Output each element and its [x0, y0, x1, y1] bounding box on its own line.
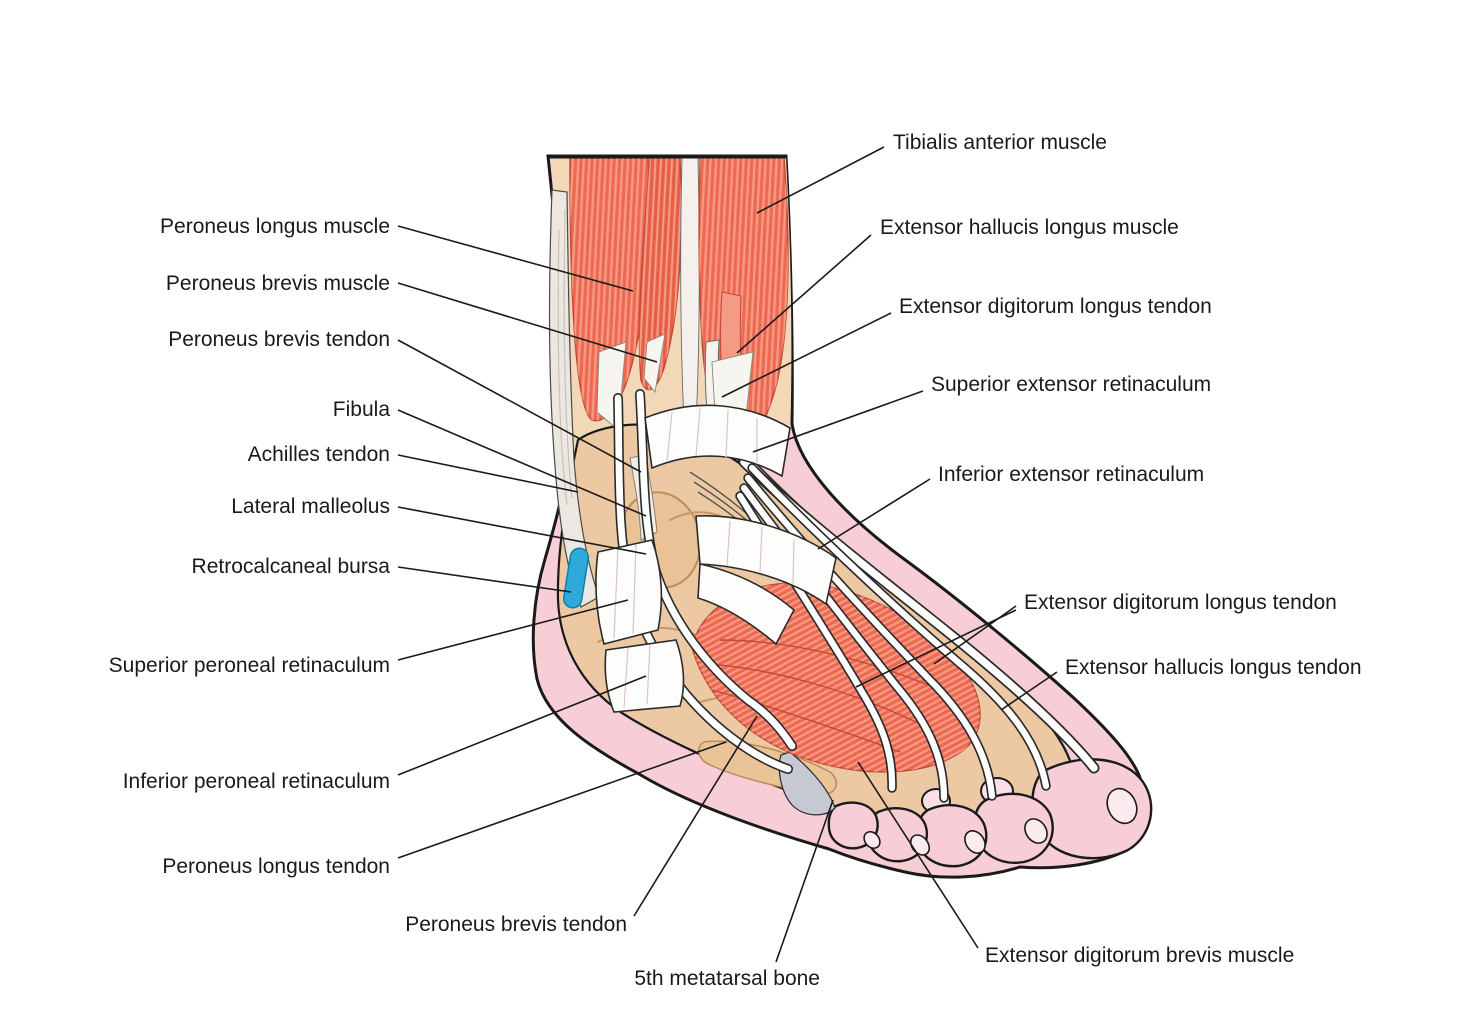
leader-superior-peroneal-retinaculum [397, 599, 629, 661]
label-peroneus-brevis-tendon-upper: Peroneus brevis tendon [168, 328, 390, 351]
label-peroneus-longus-tendon: Peroneus longus tendon [162, 855, 390, 878]
leader-peroneus-brevis-tendon-upper [397, 339, 642, 473]
label-5th-metatarsal-bone: 5th metatarsal bone [634, 967, 820, 990]
superior-peroneal-retinaculum-shape [595, 539, 663, 645]
achilles-fiber-lines [557, 209, 573, 506]
label-retrocalcaneal-bursa: Retrocalcaneal bursa [191, 555, 390, 578]
leader-peroneus-longus-muscle [397, 225, 634, 292]
label-extensor-digitorum-longus-tendon-upper: Extensor digitorum longus tendon [899, 295, 1212, 318]
leader-lateral-malleolus [397, 506, 647, 555]
label-superior-extensor-retinaculum: Superior extensor retinaculum [931, 373, 1212, 396]
leader-inferior-extensor-retinaculum [817, 478, 931, 550]
leader-extensor-digitorum-brevis-muscle [857, 761, 979, 949]
label-extensor-digitorum-brevis-muscle: Extensor digitorum brevis muscle [985, 944, 1295, 967]
leader-extensor-hallucis-longus-tendon [1000, 671, 1058, 711]
label-superior-peroneal-retinaculum: Superior peroneal retinaculum [108, 654, 390, 677]
label-fibula: Fibula [332, 398, 390, 421]
leader-peroneus-longus-tendon [397, 741, 727, 859]
inferior-extensor-retinaculum-shape [695, 515, 837, 646]
leader-superior-extensor-retinaculum [752, 390, 924, 453]
label-lateral-malleolus: Lateral malleolus [231, 495, 390, 518]
leader-peroneus-brevis-tendon-lower [633, 715, 758, 917]
leader-5th-metatarsal-bone [775, 799, 834, 963]
label-peroneus-longus-muscle: Peroneus longus muscle [160, 215, 390, 238]
label-tibialis-anterior-muscle: Tibialis anterior muscle [893, 131, 1107, 154]
label-extensor-hallucis-longus-tendon: Extensor hallucis longus tendon [1065, 656, 1362, 679]
leader-retrocalcaneal-bursa [397, 566, 572, 593]
label-extensor-hallucis-longus-muscle: Extensor hallucis longus muscle [880, 216, 1179, 239]
label-inferior-peroneal-retinaculum: Inferior peroneal retinaculum [122, 770, 390, 793]
superior-extensor-retinaculum-shape [644, 404, 791, 478]
leader-fibula [397, 409, 647, 517]
toenails [863, 787, 1138, 856]
leader-achilles-tendon [397, 454, 579, 493]
label-inferior-extensor-retinaculum: Inferior extensor retinaculum [938, 463, 1205, 486]
gray-wedge [778, 751, 836, 816]
leader-extensor-hallucis-longus-muscle [736, 234, 872, 354]
label-achilles-tendon: Achilles tendon [247, 443, 390, 466]
label-peroneus-brevis-muscle: Peroneus brevis muscle [165, 272, 390, 295]
leader-extensor-digitorum-longus-tendon-lower-b [933, 605, 1017, 665]
leader-extensor-digitorum-longus-tendon-lower-a [855, 609, 1017, 688]
leader-inferior-peroneal-retinaculum [397, 675, 647, 776]
label-extensor-digitorum-longus-tendon-lower: Extensor digitorum longus tendon [1024, 591, 1337, 614]
leader-lines [397, 146, 1058, 963]
retrocalcaneal-bursa-shape [562, 547, 590, 609]
leader-tibialis-anterior-muscle [756, 146, 885, 214]
extensor-digitorum-brevis-muscle-shape [691, 582, 981, 773]
label-peroneus-brevis-tendon-lower: Peroneus brevis tendon [405, 913, 627, 936]
leader-peroneus-brevis-muscle [397, 282, 658, 363]
leader-extensor-digitorum-longus-tendon-upper [721, 312, 892, 398]
extensor-digitorum-longus-tendon-leg-sliver [680, 157, 700, 425]
